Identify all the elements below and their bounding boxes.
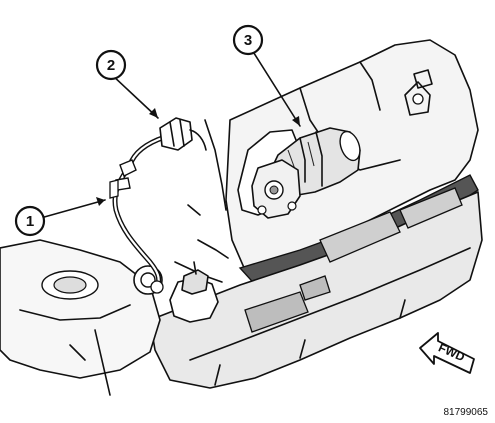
callout-3: 3: [232, 24, 264, 56]
callout-3-label: 3: [244, 32, 252, 49]
wiring-harness: [109, 134, 168, 294]
harness-connector: [159, 117, 207, 151]
callout-1-label: 1: [26, 213, 34, 230]
callout-leaders: [29, 49, 301, 222]
fwd-arrow-icon: FWD: [419, 332, 475, 374]
wiper-motor: [251, 127, 361, 219]
figure-reference-number: 81799065: [444, 407, 489, 418]
callout-2-label: 2: [107, 57, 115, 74]
callout-1: 1: [14, 205, 46, 237]
body-panel-left: [0, 239, 163, 396]
callout-2: 2: [95, 49, 127, 81]
mounting-stud: [169, 261, 219, 323]
